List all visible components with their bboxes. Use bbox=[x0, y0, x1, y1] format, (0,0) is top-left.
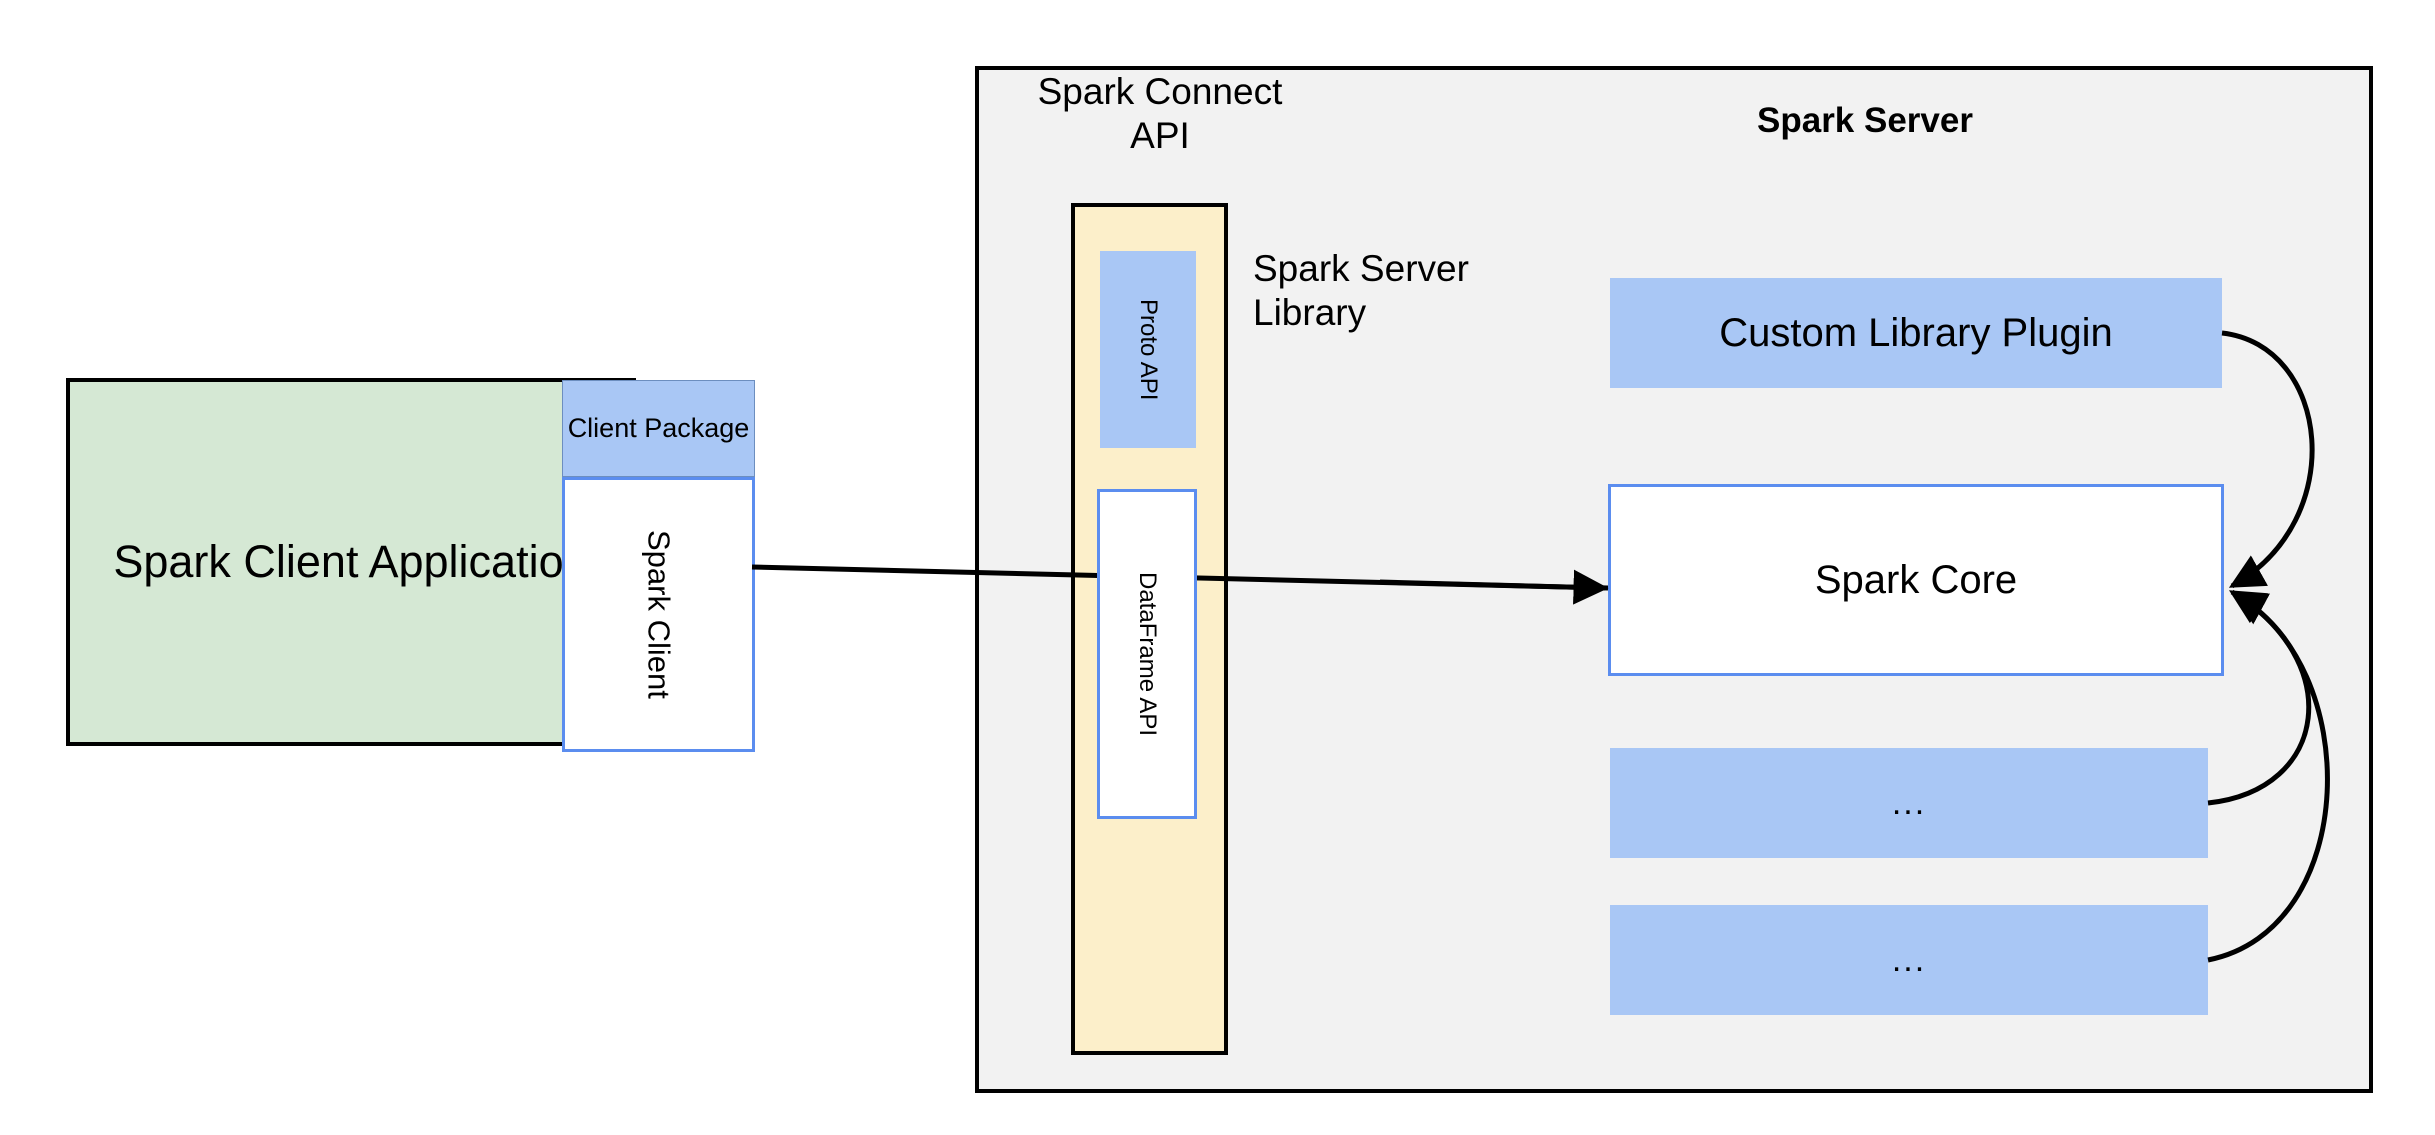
ellipsis-box-1: ... bbox=[1610, 748, 2208, 858]
spark-core-box: Spark Core bbox=[1608, 484, 2224, 676]
spark-client-label: Spark Client bbox=[641, 530, 677, 699]
spark-server-title: Spark Server bbox=[1757, 101, 1973, 140]
custom-library-plugin-box: Custom Library Plugin bbox=[1610, 278, 2222, 388]
dataframe-api-box: DataFrame API bbox=[1097, 489, 1197, 819]
proto-api-label: Proto API bbox=[1135, 298, 1162, 401]
spark-core-label: Spark Core bbox=[1814, 557, 2018, 602]
dataframe-api-label: DataFrame API bbox=[1134, 571, 1161, 737]
client-package-box: Client Package bbox=[562, 380, 755, 477]
spark-client-box: Spark Client bbox=[562, 477, 755, 752]
client-package-label: Client Package bbox=[567, 412, 750, 443]
ellipsis-label-1: ... bbox=[1891, 783, 1927, 822]
custom-library-plugin-label: Custom Library Plugin bbox=[1719, 310, 2113, 355]
proto-api-box: Proto API bbox=[1100, 251, 1196, 448]
spark-client-application-box: Spark Client Application bbox=[66, 378, 636, 746]
ellipsis-label-2: ... bbox=[1891, 940, 1927, 979]
spark-server-library-label: Spark Server Library bbox=[1253, 248, 1469, 333]
spark-client-application-label: Spark Client Application bbox=[113, 536, 589, 588]
spark-connect-api-label: Spark Connect API bbox=[1037, 71, 1283, 156]
ellipsis-box-2: ... bbox=[1610, 905, 2208, 1015]
